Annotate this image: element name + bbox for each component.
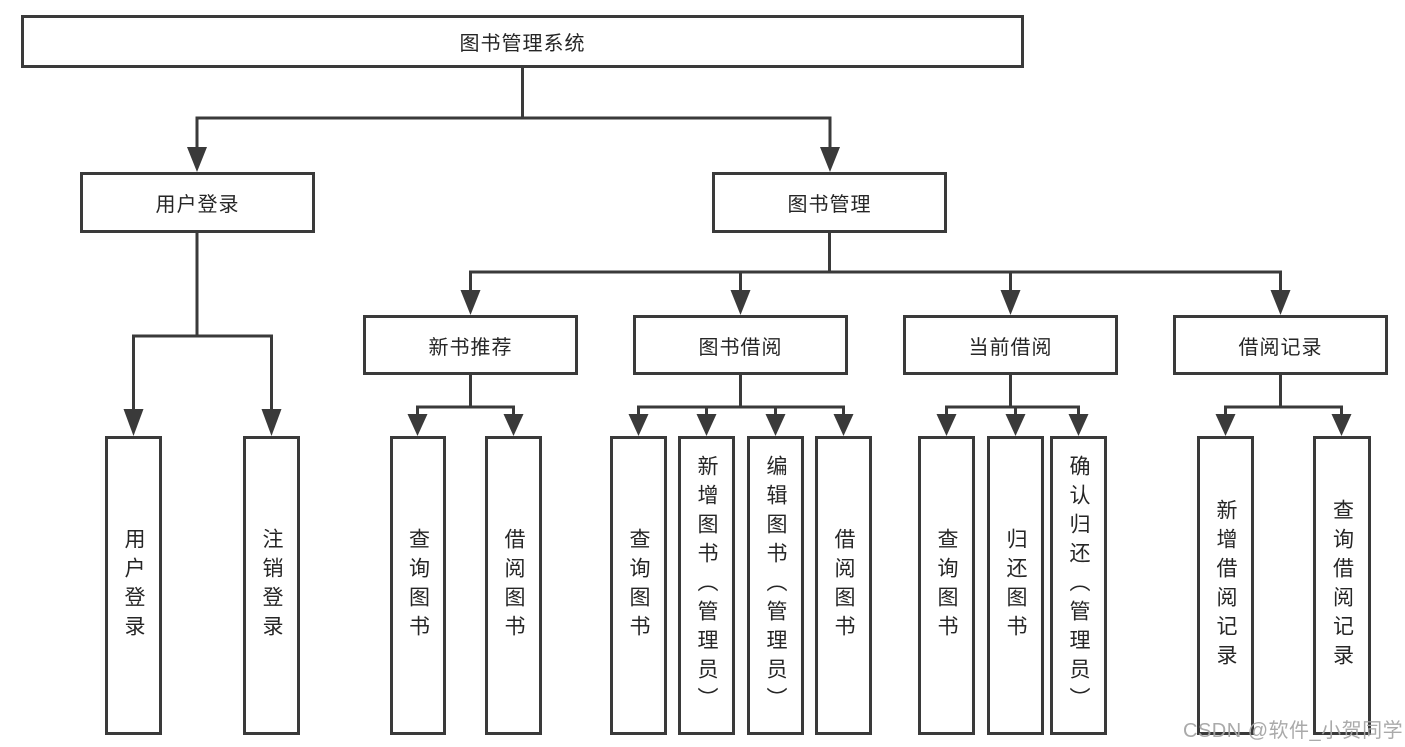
leaf-label: 借阅图书	[832, 527, 855, 644]
node-label: 当前借阅	[968, 336, 1053, 359]
leaf-label: 借阅图书	[502, 527, 525, 644]
leaf-add-books-admin: 新增图书（管理员）	[678, 436, 735, 735]
node-user-login-group: 用户登录	[80, 172, 315, 233]
node-label: 图书管理	[787, 194, 872, 216]
node-current-borrowing: 当前借阅	[903, 315, 1118, 375]
leaf-label: 新增借阅记录	[1214, 498, 1237, 673]
leaf-query-borrow-record: 查询借阅记录	[1313, 436, 1371, 735]
node-label: 新书推荐	[428, 336, 513, 359]
leaf-confirm-return-admin: 确认归还（管理员）	[1050, 436, 1107, 735]
node-label: 用户登录	[155, 194, 240, 216]
leaf-label: 注销登录	[260, 527, 283, 644]
node-label: 图书管理系统	[459, 33, 586, 55]
node-new-book-recommendation: 新书推荐	[363, 315, 578, 375]
leaf-label: 查询图书	[406, 527, 430, 644]
leaf-label: 新增图书（管理员）	[695, 455, 718, 716]
leaf-borrow-books-2: 借阅图书	[815, 436, 872, 735]
leaf-label: 查询图书	[935, 527, 958, 644]
leaf-add-borrow-record: 新增借阅记录	[1197, 436, 1254, 735]
leaf-edit-books-admin: 编辑图书（管理员）	[747, 436, 804, 735]
watermark: CSDN @软件_小贺同学	[1183, 720, 1404, 742]
node-label: 图书借阅	[698, 336, 783, 359]
node-book-management: 图书管理	[712, 172, 947, 233]
leaf-label: 用户登录	[122, 527, 145, 644]
leaf-query-books-1: 查询图书	[390, 436, 446, 735]
node-label: 借阅记录	[1238, 336, 1323, 359]
leaf-label: 归还图书	[1004, 527, 1027, 644]
leaf-borrow-books-1: 借阅图书	[485, 436, 542, 735]
node-borrowing-records: 借阅记录	[1173, 315, 1388, 375]
node-book-borrowing: 图书借阅	[633, 315, 848, 375]
leaf-label: 查询借阅记录	[1330, 498, 1354, 673]
leaf-label: 编辑图书（管理员）	[764, 455, 787, 716]
leaf-user-login: 用户登录	[105, 436, 162, 735]
leaf-label: 查询图书	[627, 527, 650, 644]
leaf-query-books-2: 查询图书	[610, 436, 667, 735]
node-library-management-system: 图书管理系统	[21, 15, 1024, 68]
leaf-logout: 注销登录	[243, 436, 300, 735]
leaf-return-books: 归还图书	[987, 436, 1044, 735]
leaf-label: 确认归还（管理员）	[1067, 455, 1090, 716]
leaf-query-books-3: 查询图书	[918, 436, 975, 735]
